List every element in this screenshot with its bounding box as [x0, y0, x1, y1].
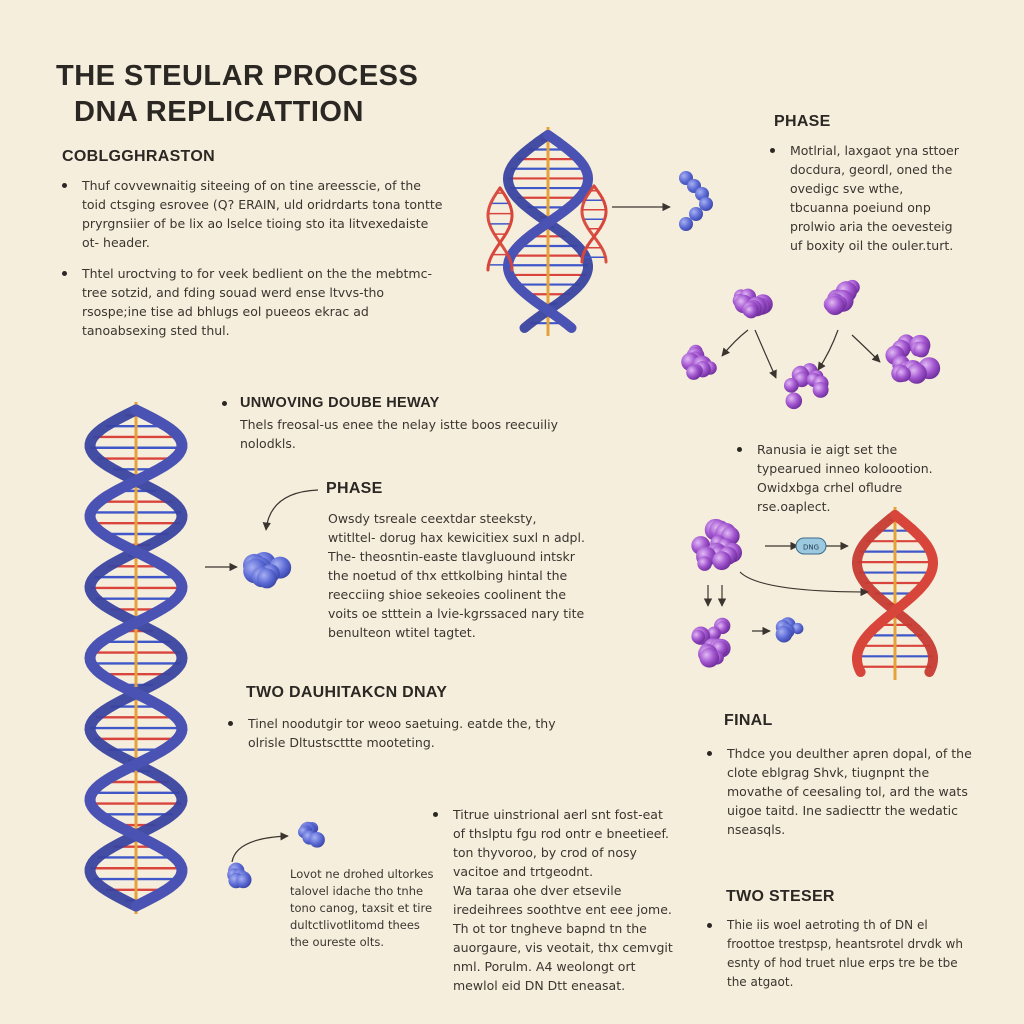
arrow-to-phase-cluster [262, 489, 319, 531]
dna-double-helix-right-red [852, 507, 938, 680]
two-steser-bullet: Thie iis woel aetroting th of DN el froo… [707, 916, 977, 992]
molecule-bead [697, 556, 712, 571]
nucleotide-bead [699, 197, 713, 211]
bottom-mid-bullet: Titrue uinstrional aerl snt fost-eat of … [433, 805, 675, 881]
helix-backbone-strand [852, 510, 938, 677]
arrow-enzyme-down-mid [754, 329, 777, 379]
bottom-left-text: Lovot ne drohed ultorkes talovel idache … [290, 867, 434, 949]
arrows [205, 202, 881, 863]
molecule-bead [783, 377, 799, 393]
molecule-bead [785, 392, 803, 410]
nucleotide-bead [679, 217, 693, 231]
intro-heading: COBLGGHRASTON [62, 148, 215, 165]
helix-backbone-strand [486, 186, 514, 272]
molecule-bead [236, 873, 251, 889]
two-steser-heading: TWO STESER [726, 888, 835, 905]
final-bullet: Thdce you deulther apren dopal, of the c… [707, 746, 972, 837]
helix-backbone-strand [503, 130, 593, 333]
dna-double-helix-left [84, 402, 188, 914]
enzyme-cluster-mid-left [681, 344, 717, 380]
dna-small-helix-top-right [580, 184, 608, 264]
arrow-enzyme-right-down [817, 329, 839, 371]
molecule-bead [256, 568, 277, 589]
dna-small-helix-top-left [486, 186, 514, 272]
nucleotide-cluster-mid [242, 551, 292, 589]
enzyme-cluster-mid-right [885, 334, 941, 384]
molecule-bead [775, 625, 793, 643]
helix-backbone-strand [580, 184, 608, 264]
molecule-bead [686, 365, 702, 380]
molecule-bead [906, 363, 927, 384]
molecule-bead [712, 551, 732, 571]
phase-top-heading: PHASE [774, 113, 831, 130]
final-heading: FINAL [724, 712, 773, 729]
molecule-bead [825, 295, 845, 316]
enzyme-cluster-top-left [732, 288, 773, 319]
phase-top-bullet: Motlrial, laxgaot yna sttoer docdura, ge… [770, 141, 962, 255]
enzyme-cluster-top-right [823, 279, 860, 316]
molecule-bead [895, 366, 911, 382]
phase-mid-heading: PHASE [326, 480, 383, 497]
two-dau-bullet: Tinel noodutgir tor weoo saetuing. eatde… [228, 714, 593, 752]
bottom-mid-text: Wa taraa ohe dver etsevile iredeihrees s… [453, 883, 673, 993]
helix-backbone-strand [486, 186, 514, 272]
molecule-bead [744, 304, 759, 319]
helix-backbone-strand [580, 184, 608, 264]
molecule-clusters [227, 171, 941, 889]
arrow-enzyme-down-left [721, 329, 749, 357]
intro-bullet-2: Thtel uroctving to for veek bedlient on … [62, 264, 447, 340]
helix-backbone-strand [503, 130, 593, 333]
page-title-line2: DNA REPLICATTION [74, 96, 364, 128]
molecule-bead [309, 831, 325, 848]
nucleotide-bead [689, 207, 703, 221]
molecule-bead [691, 629, 706, 644]
enzyme-cluster-mid-center [783, 363, 829, 410]
helix-backbone-strand [84, 404, 188, 912]
nucleotide-cluster-bottom-b [227, 862, 252, 889]
enzyme-label-text: DNG [803, 544, 819, 552]
nucleotide-cluster-small [775, 617, 804, 643]
enzyme-label-pill [795, 537, 827, 555]
right-mid-bullet: Ranusia ie aigt set the typearued inneo … [737, 440, 962, 516]
molecule-bead [812, 381, 829, 398]
helix-backbone-strand [84, 404, 188, 912]
molecule-bead [699, 648, 720, 668]
arrow-enzyme-to-red-helix [739, 571, 869, 597]
two-dau-heading: TWO DAUHITAKCN DNAY [246, 684, 448, 701]
arrow-bottom-cluster [231, 832, 289, 863]
helix-backbone-strand [852, 510, 938, 677]
unwinding-heading: UNWOVING DOUBE HEWAY [222, 395, 440, 411]
unwinding-text: Thels freosal-us enee the nelay istte bo… [240, 417, 558, 451]
molecule-bead [792, 622, 804, 635]
nucleotide-cluster-bottom-a [298, 821, 325, 848]
phase-mid-text: Owsdy tsreale ceextdar steeksty, wtitlte… [328, 511, 585, 640]
molecule-bead [707, 626, 721, 641]
arrow-enzyme-right [851, 334, 881, 363]
dna-double-helix-top [503, 127, 593, 336]
molecule-bead [913, 341, 930, 358]
intro-bullet-1: Thuf covvewnaitig siteeing of on tine ar… [62, 176, 447, 252]
page-title-line1: THE STEULAR PROCESS [56, 60, 419, 92]
enzyme-cluster-lower [691, 518, 743, 571]
enzyme-cluster-bottom [691, 617, 731, 668]
page-title: THE STEULAR PROCESS DNA REPLICATTION [56, 58, 476, 130]
